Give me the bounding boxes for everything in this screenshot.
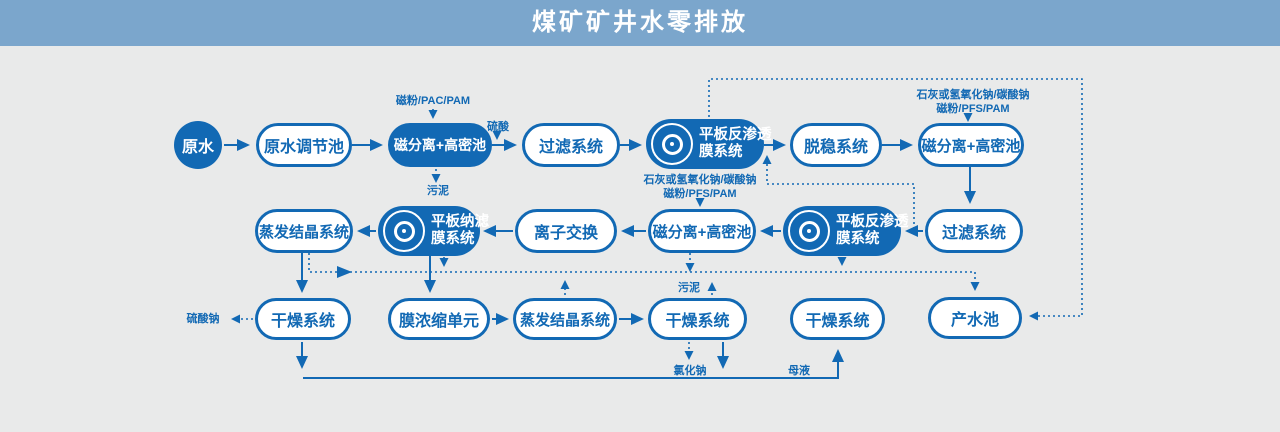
node-label: 平板纳滤膜系统 [431,214,489,247]
label-lime-dosing-r1: 石灰或氢氧化钠/碳酸钠 磁粉/PFS/PAM [916,88,1029,116]
label-line: 磁粉/PFS/PAM [936,103,1010,115]
node-magnetic-separation-r1b: 磁分离+高密池 [918,123,1024,167]
label-sodium-sulfate: 硫酸钠 [186,313,220,325]
node-ion-exchange: 离子交换 [515,209,617,253]
page-title: 煤矿矿井水零排放 [532,9,748,36]
node-label: 干燥系统 [805,313,870,330]
node-filter-system-r1: 过滤系统 [522,123,620,167]
node-label: 脱稳系统 [803,139,868,156]
label-sodium-chloride: 氯化钠 [673,365,707,377]
node-label: 蒸发结晶系统 [258,223,349,241]
node-label: 磁分离+高密池 [652,223,752,241]
node-flat-nf-membrane: 平板纳滤膜系统 [378,206,489,256]
node-label: 干燥系统 [270,313,335,330]
title-bar: 煤矿矿井水零排放 [0,0,1280,46]
collector-direction-arrow [337,266,352,278]
node-magnetic-separation-r2: 磁分离+高密池 [648,209,756,253]
node-drying-system-3: 干燥系统 [790,298,885,340]
node-label: 磁分离+高密池 [393,137,487,153]
node-label: 干燥系统 [665,313,730,330]
node-flat-ro-membrane-r2: 平板反渗透膜系统 [783,206,909,256]
node-label: 平板反渗透膜系统 [836,214,909,247]
label-sludge-row2: 污泥 [678,282,700,294]
node-raw-water: 原水 [174,121,222,169]
node-drying-system-2: 干燥系统 [648,298,747,340]
node-evaporation-crystallization-r2: 蒸发结晶系统 [255,209,353,253]
node-filter-system-r2: 过滤系统 [925,209,1023,253]
label-sludge-row1: 污泥 [427,185,449,197]
node-label: 膜浓缩单元 [398,313,479,330]
node-flat-ro-membrane-r1: 平板反渗透膜系统 [646,119,772,169]
node-destabilization-system: 脱稳系统 [790,123,882,167]
node-label: 过滤系统 [538,139,603,156]
node-membrane-concentration-unit: 膜浓缩单元 [388,298,490,340]
node-magnetic-separation-r1: 磁分离+高密池 [388,123,492,167]
membrane-target-icon [788,210,830,252]
label-lime-dosing-r2: 石灰或氢氧化钠/碳酸钠 磁粉/PFS/PAM [643,173,756,201]
node-label: 原水调节池 [263,139,344,156]
node-label: 离子交换 [533,225,598,242]
node-label: 蒸发结晶系统 [519,311,610,329]
label-line: 石灰或氢氧化钠/碳酸钠 [643,174,757,186]
label-magnetite-pac-pam: 磁粉/PAC/PAM [395,95,471,107]
label-line: 石灰或氢氧化钠/碳酸钠 [916,89,1030,101]
node-label: 过滤系统 [941,225,1006,242]
node-evaporation-crystallization-r3: 蒸发结晶系统 [513,298,617,340]
node-product-water-pool: 产水池 [928,297,1022,339]
node-raw-water-regulating-pool: 原水调节池 [256,123,352,167]
label-mother-liquor: 母液 [788,365,810,377]
membrane-target-icon [651,123,693,165]
node-label: 产水池 [950,312,999,329]
node-label: 平板反渗透膜系统 [699,127,772,160]
node-drying-system-1: 干燥系统 [255,298,351,340]
label-line: 磁粉/PFS/PAM [663,188,737,200]
node-label: 原水 [181,139,214,156]
membrane-target-icon [383,210,425,252]
label-sulfuric-acid: 硫酸 [487,121,509,133]
node-label: 磁分离+高密池 [921,137,1021,155]
